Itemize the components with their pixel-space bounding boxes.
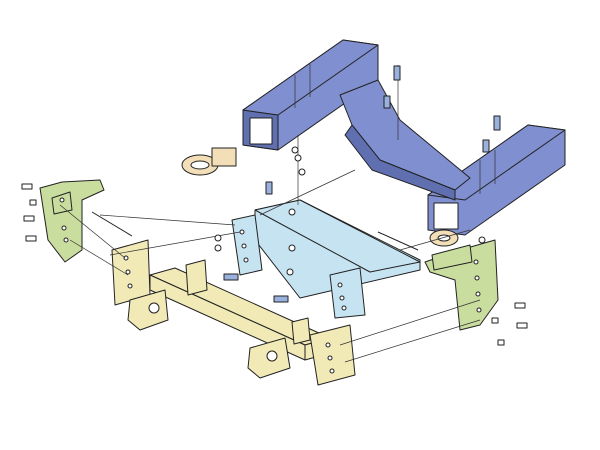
- right-tow-hook: [429, 229, 459, 247]
- left-side-bracket: [39, 179, 105, 263]
- receiver-frame: [242, 39, 566, 236]
- left-tow-hook: [181, 147, 237, 176]
- lower-crossbar: [111, 239, 356, 386]
- right-side-bracket: [424, 239, 499, 331]
- hardware: [21, 65, 528, 346]
- center-mounting-plate: [231, 199, 421, 319]
